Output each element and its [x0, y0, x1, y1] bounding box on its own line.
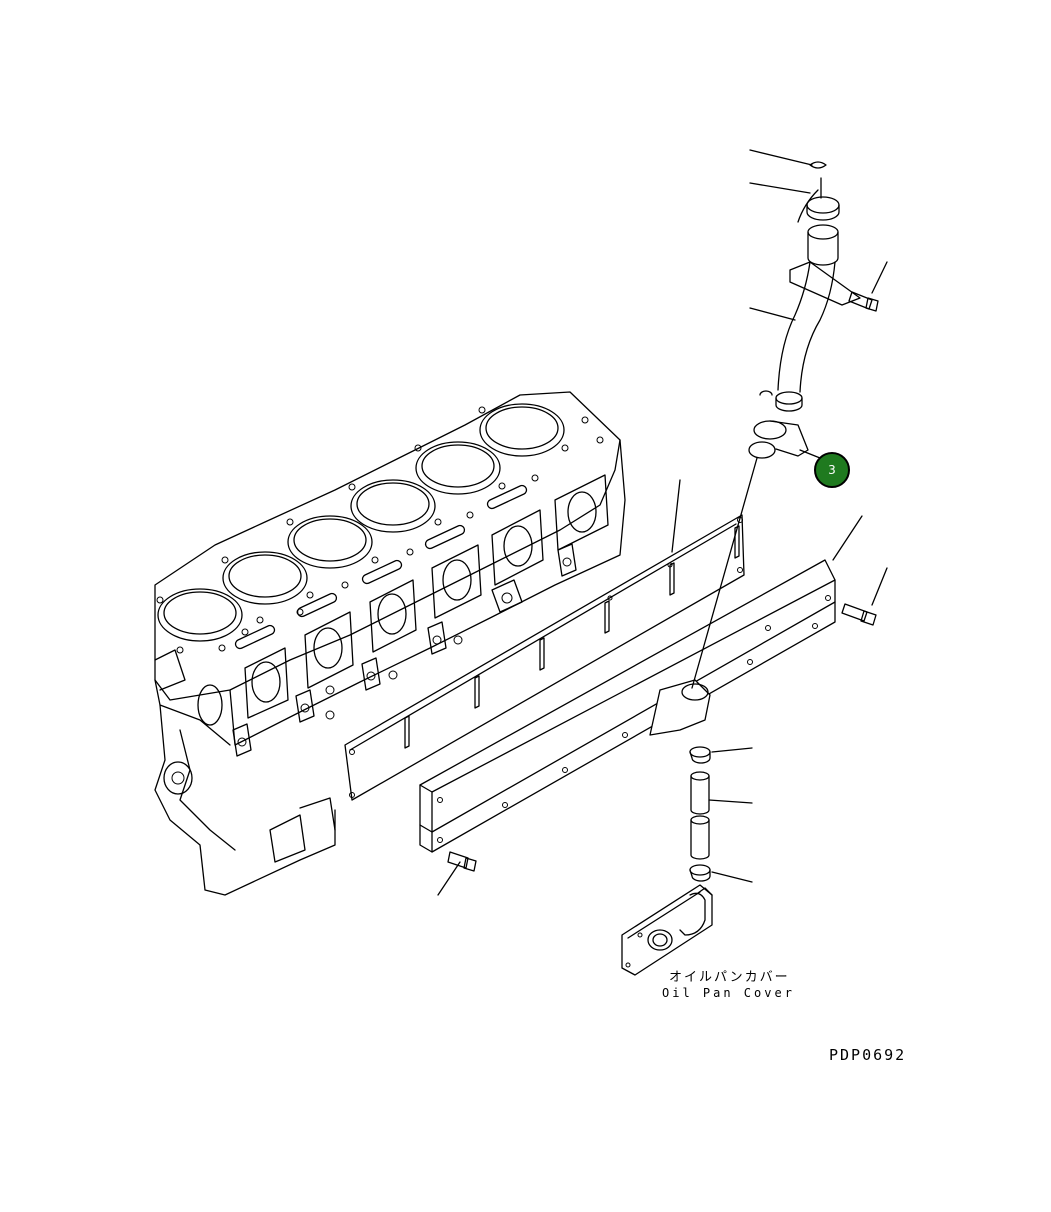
rail-bolt	[841, 567, 888, 626]
cylinder-bores	[157, 403, 565, 642]
connector-hose	[689, 746, 753, 883]
lower-bolt	[437, 851, 477, 896]
head-bolt-holes	[156, 406, 604, 654]
drawing-code: PDP0692	[829, 1046, 907, 1064]
oil-pan-cover	[621, 884, 713, 976]
oil-filler-tube	[691, 149, 888, 689]
oil-pan-cover-label-english: Oil Pan Cover	[662, 986, 795, 1000]
side-cover-gasket	[344, 479, 745, 801]
oil-pan-cover-label-japanese: オイルパンカバー	[669, 970, 790, 985]
callout-number-badge[interactable]: 3	[814, 452, 850, 488]
side-cover-rail	[419, 515, 863, 853]
deck-slots	[234, 484, 528, 650]
block-side-openings	[244, 474, 609, 719]
engine-block	[154, 391, 626, 896]
block-lugs	[232, 543, 577, 757]
